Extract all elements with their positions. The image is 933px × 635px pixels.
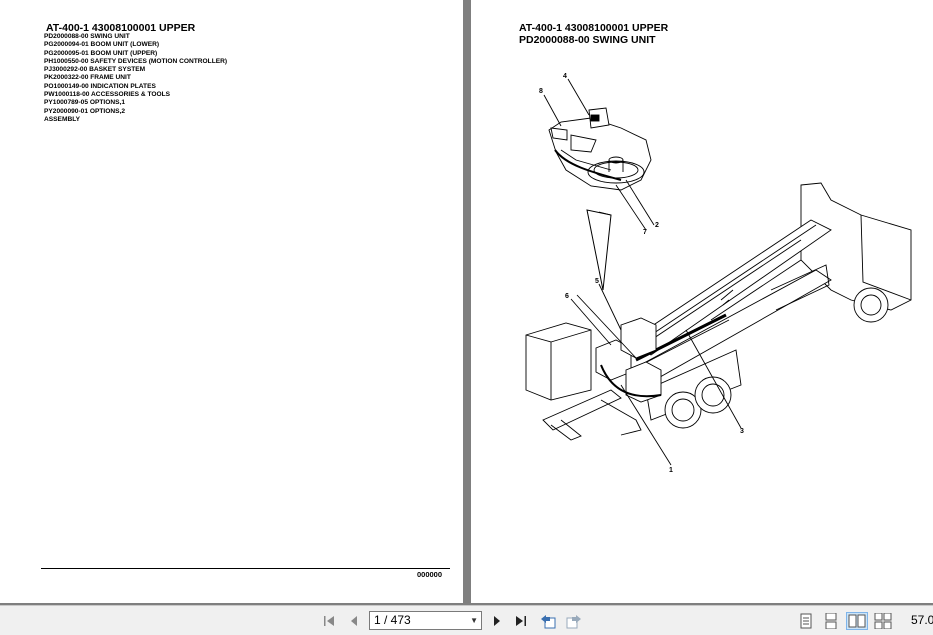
page-indicator: 1 / 473: [374, 613, 411, 627]
previous-page-icon: [351, 616, 357, 626]
go-forward-icon: [566, 615, 581, 629]
first-page-icon: [324, 616, 334, 626]
right-page: AT-400-1 43008100001 UPPER PD2000088-00 …: [471, 0, 933, 603]
list-item: PG2000094-01 BOOM UNIT (LOWER): [44, 41, 160, 49]
go-back-icon: [541, 615, 556, 629]
callout-1: 1: [669, 467, 673, 474]
document-viewport[interactable]: AT-400-1 43008100001 UPPER PD2000088-00 …: [0, 0, 933, 605]
footer-divider: [41, 568, 450, 569]
next-page-icon: [494, 616, 500, 626]
zoom-level[interactable]: 57.0: [911, 613, 933, 627]
parts-diagram: 4 8 2 7 5 6 3 1: [525, 73, 912, 474]
single-page-view-icon: [800, 613, 812, 629]
list-item: PK2000322-00 FRAME UNIT: [44, 74, 131, 82]
contents-list: PD2000088-00 SWING UNIT PG2000094-01 BOO…: [44, 33, 227, 124]
last-page-icon: [516, 616, 526, 626]
callout-6: 6: [565, 293, 569, 300]
facing-view-icon: [848, 614, 866, 628]
continuous-facing-view-icon: [874, 613, 892, 629]
left-page-title: AT-400-1 43008100001 UPPER: [46, 22, 196, 34]
next-page-button[interactable]: [488, 612, 506, 630]
list-item: PD2000088-00 SWING UNIT: [44, 33, 130, 40]
go-forward-button[interactable]: [565, 612, 583, 630]
continuous-view-icon: [825, 613, 837, 629]
left-page: AT-400-1 43008100001 UPPER PD2000088-00 …: [0, 0, 463, 603]
callout-5: 5: [595, 278, 599, 285]
chevron-down-icon: ▼: [470, 616, 478, 625]
last-page-button[interactable]: [512, 612, 530, 630]
previous-page-button[interactable]: [345, 612, 363, 630]
truck-assembly: [525, 182, 912, 441]
callout-2: 2: [655, 222, 659, 229]
viewer-toolbar: 1 / 473 ▼ 57.0: [0, 605, 933, 635]
right-page-subtitle: PD2000088-00 SWING UNIT: [519, 34, 656, 46]
list-item: PY1000789-05 OPTIONS,1: [44, 99, 126, 107]
first-page-button[interactable]: [321, 612, 339, 630]
callout-3: 3: [740, 428, 744, 435]
list-item: PJ3000292-00 BASKET SYSTEM: [44, 66, 146, 74]
continuous-view-button[interactable]: [822, 612, 840, 630]
list-item: PW1000118-00 ACCESSORIES & TOOLS: [44, 91, 171, 99]
callout-7: 7: [643, 229, 647, 236]
callout-4: 4: [563, 73, 567, 80]
swing-unit-detail: [548, 107, 652, 191]
go-back-button[interactable]: [539, 612, 557, 630]
list-item: PY2000090-01 OPTIONS,2: [44, 107, 126, 115]
explode-arrow: [586, 209, 612, 291]
list-item: ASSEMBLY: [44, 115, 81, 123]
page-number-input[interactable]: 1 / 473 ▼: [369, 611, 482, 630]
right-page-title: AT-400-1 43008100001 UPPER: [519, 22, 669, 34]
continuous-facing-view-button[interactable]: [874, 612, 892, 630]
callout-8: 8: [539, 88, 543, 95]
footer-page-code: 000000: [417, 570, 443, 579]
single-page-view-button[interactable]: [797, 612, 815, 630]
list-item: PG2000095-01 BOOM UNIT (UPPER): [44, 49, 158, 57]
list-item: PH1000550-00 SAFETY DEVICES (MOTION CONT…: [44, 57, 228, 65]
list-item: PO1000149-00 INDICATION PLATES: [44, 82, 156, 90]
facing-view-button[interactable]: [846, 612, 868, 630]
